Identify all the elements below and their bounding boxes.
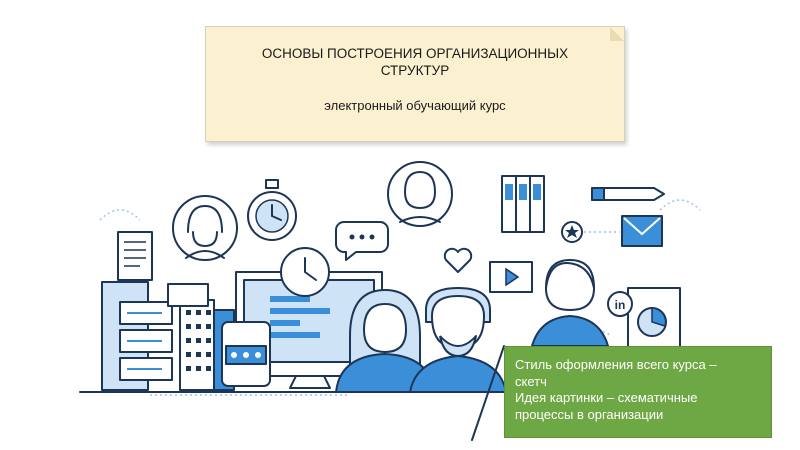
avatar-woman bbox=[172, 195, 238, 261]
note-line: процессы в организации bbox=[515, 406, 664, 422]
note-line: Стиль оформления всего курса – bbox=[515, 357, 717, 372]
chat-icon bbox=[335, 221, 389, 261]
course-subtitle: электронный обучающий курс bbox=[324, 98, 506, 113]
heart-icon bbox=[443, 247, 473, 273]
woman-right-figure bbox=[531, 259, 609, 347]
phone-device bbox=[221, 321, 271, 387]
pie-chart-icon bbox=[627, 287, 681, 349]
clock-icon bbox=[280, 247, 330, 297]
video-play-icon bbox=[489, 261, 533, 293]
binders-icon bbox=[501, 175, 545, 233]
linkedin-badge-text: in bbox=[615, 298, 626, 312]
page-fold bbox=[610, 27, 624, 41]
stopwatch-icon bbox=[247, 179, 297, 241]
star-icon bbox=[561, 221, 583, 243]
woman-figure bbox=[335, 289, 435, 393]
man-figure bbox=[409, 287, 507, 393]
linkedin-icon: in bbox=[607, 291, 633, 317]
annotation-note: Стиль оформления всего курса – скетч Иде… bbox=[504, 346, 772, 438]
course-title: ОСНОВЫ ПОСТРОЕНИЯ ОРГАНИЗАЦИОННЫХ СТРУКТ… bbox=[261, 46, 569, 78]
envelope-icon bbox=[621, 215, 663, 247]
pencil-icon bbox=[591, 187, 665, 201]
title-card: ОСНОВЫ ПОСТРОЕНИЯ ОРГАНИЗАЦИОННЫХ СТРУКТ… bbox=[205, 26, 625, 142]
avatar-man bbox=[387, 161, 453, 227]
note-line: скетч bbox=[515, 373, 547, 389]
note-line: Идея картинки – схематичные bbox=[515, 390, 698, 405]
